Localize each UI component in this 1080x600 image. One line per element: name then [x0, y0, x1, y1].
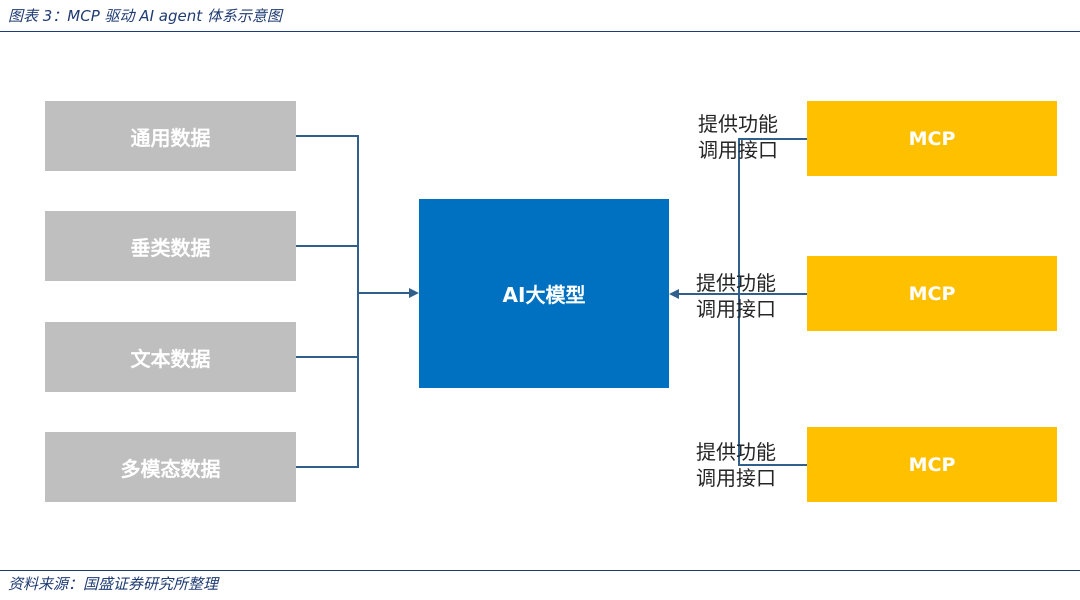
data-box-general: 通用数据: [45, 101, 296, 171]
mcp-box-2: MCP: [807, 256, 1057, 331]
data-box-multimodal: 多模态数据: [45, 432, 296, 502]
source-note: 资料来源：国盛证券研究所整理: [8, 575, 219, 593]
mcp-3-annotation: 提供功能 调用接口: [696, 439, 776, 491]
mcp-3-annotation-line1: 提供功能: [696, 440, 776, 464]
mcp-box-1: MCP: [807, 101, 1057, 176]
mcp-1-annotation: 提供功能 调用接口: [698, 111, 778, 163]
ai-model-box: AI大模型: [419, 199, 669, 388]
header-rule: [0, 31, 1080, 32]
mcp-1-annotation-line2: 调用接口: [698, 138, 778, 162]
mcp-2-annotation-line1: 提供功能: [696, 271, 776, 295]
mcp-3-annotation-line2: 调用接口: [696, 466, 776, 490]
mcp-2-annotation: 提供功能 调用接口: [696, 270, 776, 322]
figure-caption: 图表 3：MCP 驱动 AI agent 体系示意图: [8, 7, 282, 25]
mcp-2-annotation-line2: 调用接口: [696, 297, 776, 321]
left-arrow-head: [409, 288, 419, 298]
footer-rule: [0, 570, 1080, 571]
mcp-box-3: MCP: [807, 427, 1057, 502]
data-box-text: 文本数据: [45, 322, 296, 392]
data-box-vertical: 垂类数据: [45, 211, 296, 281]
mcp-1-annotation-line1: 提供功能: [698, 112, 778, 136]
right-arrow-head: [669, 289, 679, 299]
